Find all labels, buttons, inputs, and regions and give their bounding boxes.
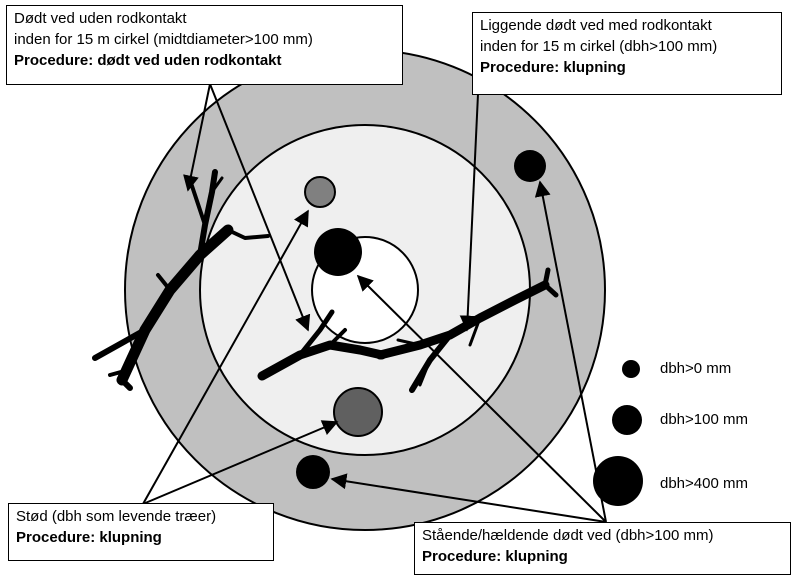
leaders-standing bbox=[330, 180, 607, 523]
legend-symbol-large bbox=[593, 456, 643, 506]
legend-symbol-medium bbox=[612, 405, 642, 435]
leaders-lying-with-root bbox=[459, 93, 479, 332]
callout-dead-no-root-line1: Dødt ved uden rodkontakt bbox=[14, 10, 187, 27]
leaders-dead-no-root bbox=[183, 83, 311, 332]
legend-symbol-small bbox=[622, 360, 640, 378]
legend-label-medium: dbh>100 mm bbox=[660, 411, 748, 428]
dead-wood-log-left bbox=[92, 169, 270, 391]
dead-wood-log-center bbox=[257, 309, 387, 381]
callout-lying-with-root: Liggende dødt ved med rodkontakt inden f… bbox=[472, 12, 782, 95]
callout-dead-no-root: Dødt ved uden rodkontakt inden for 15 m … bbox=[6, 5, 403, 85]
callout-standing-line1: Stående/hældende dødt ved (dbh>100 mm) bbox=[422, 527, 714, 544]
callout-lying-with-root-procedure: Procedure: klupning bbox=[480, 59, 626, 76]
callout-stump-procedure: Procedure: klupning bbox=[16, 529, 162, 546]
standing-dead-tree-right bbox=[514, 150, 546, 182]
callout-dead-no-root-line2: inden for 15 m cirkel (midtdiameter>100 … bbox=[14, 31, 313, 48]
callout-lying-with-root-line1: Liggende dødt ved med rodkontakt bbox=[480, 17, 712, 34]
legend-label-large: dbh>400 mm bbox=[660, 475, 748, 492]
stump-small bbox=[304, 176, 336, 208]
legend-label-small: dbh>0 mm bbox=[660, 360, 732, 377]
callout-lying-with-root-line2: inden for 15 m cirkel (dbh>100 mm) bbox=[480, 38, 718, 55]
callout-stump: Stød (dbh som levende træer) Procedure: … bbox=[8, 503, 274, 561]
standing-dead-tree-large bbox=[314, 228, 362, 276]
callout-dead-no-root-procedure: Procedure: dødt ved uden rodkontakt bbox=[14, 52, 282, 69]
stump-large bbox=[333, 387, 383, 437]
callout-standing: Stående/hældende dødt ved (dbh>100 mm) P… bbox=[414, 522, 791, 575]
standing-dead-tree-bottom bbox=[296, 455, 330, 489]
callout-standing-procedure: Procedure: klupning bbox=[422, 548, 568, 565]
leaders-stump bbox=[142, 209, 339, 505]
callout-stump-line1: Stød (dbh som levende træer) bbox=[16, 508, 217, 525]
